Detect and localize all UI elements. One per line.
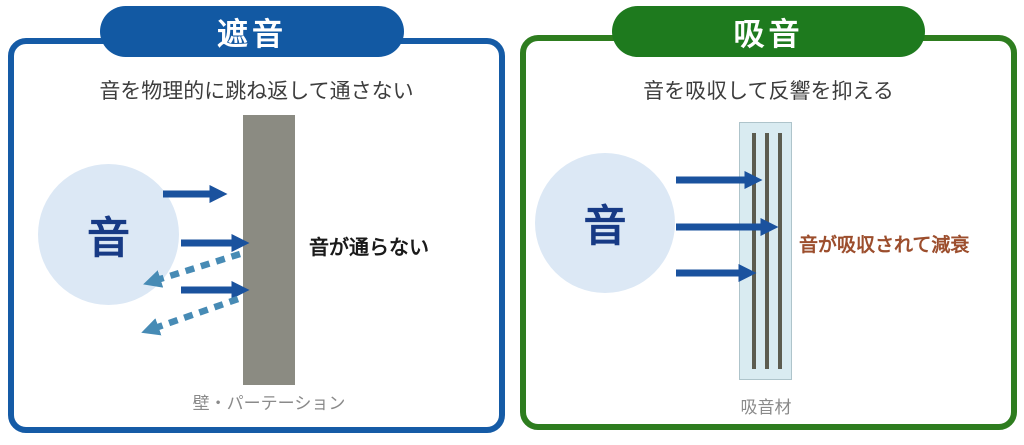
absorption-title-pill: 吸音 <box>612 6 925 57</box>
insulation-note: 音が通らない <box>309 237 429 259</box>
insulation-title-pill: 遮音 <box>100 6 404 57</box>
absorption-title: 吸音 <box>733 17 804 52</box>
insulation-title: 遮音 <box>217 17 287 52</box>
absorber-material-rectangle <box>739 122 792 380</box>
absorber-fiber-line <box>765 133 769 369</box>
sound-source-circle-right: 音 <box>535 153 675 293</box>
sound-source-circle-left: 音 <box>38 164 179 305</box>
absorber-fiber-line <box>778 133 782 369</box>
wall-rectangle <box>243 115 295 385</box>
absorption-note: 音が吸収されて減衰 <box>799 235 970 256</box>
insulation-subtitle: 音を物理的に跳ね返して通さない <box>99 80 414 103</box>
sound-source-label: 音 <box>87 214 130 263</box>
absorber-fiber-line <box>752 133 756 369</box>
sound-source-label: 音 <box>583 203 627 251</box>
insulation-caption: 壁・パーテーション <box>192 394 346 413</box>
absorption-subtitle: 音を吸収して反響を抑える <box>643 80 894 103</box>
absorption-caption: 吸音材 <box>740 398 792 417</box>
